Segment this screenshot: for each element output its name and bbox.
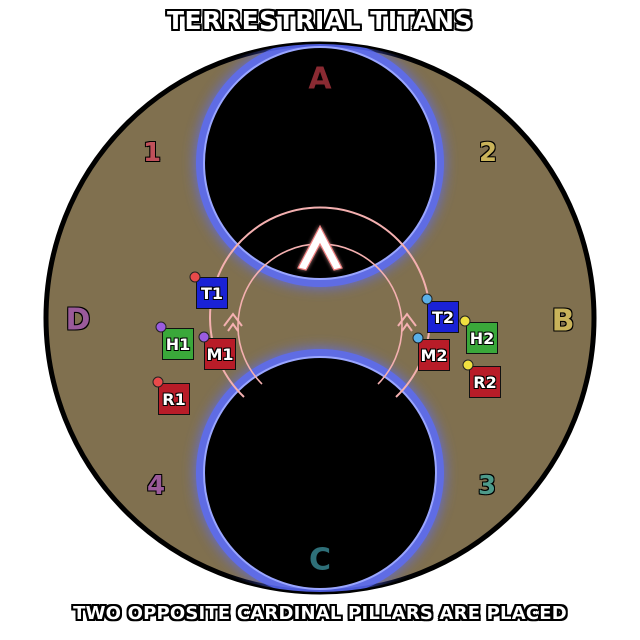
page-title: TERRESTRIAL TITANS — [166, 6, 474, 35]
mechanic-caption: TWO OPPOSITE CARDINAL PILLARS ARE PLACED — [73, 603, 567, 624]
chevron-right-icon — [397, 312, 417, 332]
player-marker-m2: M2 — [418, 339, 450, 371]
waymark-1: 1 — [142, 138, 162, 168]
pit-south — [203, 356, 437, 590]
player-dot-t2 — [421, 293, 433, 305]
player-dot-h2 — [459, 315, 471, 327]
player-dot-m1 — [198, 331, 210, 343]
waymark-2: 2 — [478, 138, 498, 168]
player-marker-h1: H1 — [162, 328, 194, 360]
player-marker-r2: R2 — [469, 366, 501, 398]
waymark-d: D — [65, 302, 91, 338]
player-dot-m2 — [412, 332, 424, 344]
waymark-c: C — [308, 542, 332, 578]
player-marker-r1: R1 — [158, 383, 190, 415]
waymark-4: 4 — [146, 471, 166, 501]
player-marker-t1: T1 — [196, 277, 228, 309]
waymark-b: B — [551, 303, 575, 339]
player-marker-t2: T2 — [427, 301, 459, 333]
player-dot-h1 — [155, 321, 167, 333]
pit-north — [203, 46, 437, 280]
chevron-left-icon — [223, 312, 243, 332]
player-dot-r2 — [462, 359, 474, 371]
waymark-a: A — [308, 61, 332, 97]
player-marker-m1: M1 — [204, 338, 236, 370]
waymark-3: 3 — [477, 471, 497, 501]
player-dot-t1 — [189, 271, 201, 283]
boss-marker-icon — [297, 224, 343, 271]
player-dot-r1 — [152, 376, 164, 388]
player-marker-h2: H2 — [466, 322, 498, 354]
